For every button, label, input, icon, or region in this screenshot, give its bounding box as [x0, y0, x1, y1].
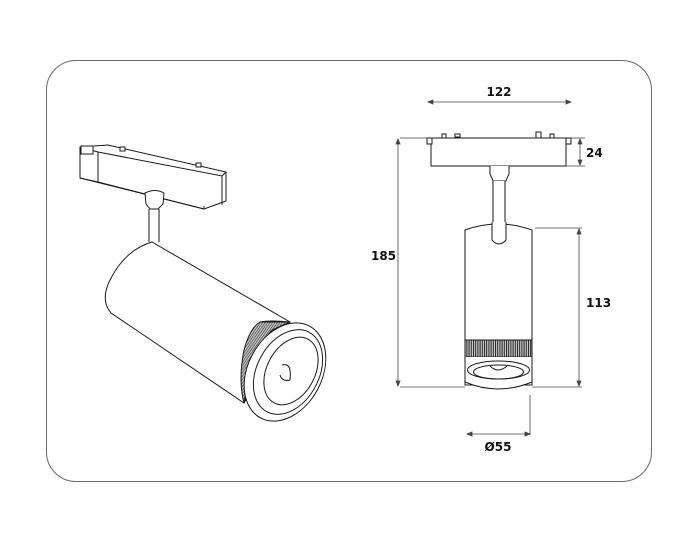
- dim-width-label: 122: [486, 85, 511, 99]
- cylinder-body-3d: [104, 241, 327, 422]
- perspective-view: [79, 144, 327, 422]
- front-view: [426, 131, 572, 390]
- dim-total-height-label: 185: [371, 249, 396, 263]
- dim-diameter-label: Ø55: [485, 440, 512, 454]
- cylinder-body-front: [464, 222, 533, 390]
- track-adapter-3d: [79, 144, 227, 210]
- dim-body-height-label: 113: [586, 296, 611, 310]
- dimension-lines: [395, 99, 585, 437]
- drawing-frame: [46, 60, 652, 482]
- dim-adapter-height-label: 24: [586, 146, 603, 160]
- stem-3d: [144, 190, 165, 242]
- track-adapter-front: [426, 131, 572, 167]
